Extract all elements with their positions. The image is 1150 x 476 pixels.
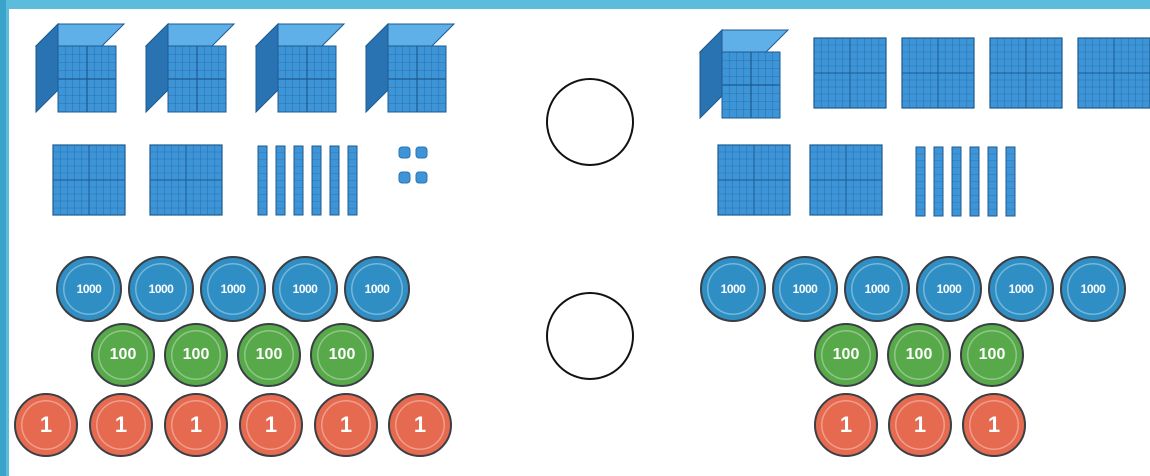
unit-cube [415,171,428,184]
coin-label: 1 [321,400,371,450]
coin-label: 100 [244,330,294,380]
coin-label: 100 [98,330,148,380]
right-blocks [680,0,1150,230]
coin-label: 1 [171,400,221,450]
coin-thousand: 1000 [700,256,766,322]
coin-label: 1 [395,400,445,450]
coin-thousand: 1000 [272,256,338,322]
coin-one: 1 [888,393,952,457]
coin-label: 1 [821,400,871,450]
coin-hundred: 100 [237,323,301,387]
coin-thousand: 1000 [344,256,410,322]
coin-label: 1000 [779,263,831,315]
coin-thousand: 1000 [844,256,910,322]
hundred-flat [717,144,791,216]
coin-label: 1 [895,400,945,450]
coin-thousand: 1000 [1060,256,1126,322]
right-blocks-drawing [698,28,1150,217]
coin-label: 1000 [135,263,187,315]
coin-label: 1000 [63,263,115,315]
coin-thousand: 1000 [128,256,194,322]
hundred-flat [52,144,126,216]
coin-label: 1000 [279,263,331,315]
coin-hundred: 100 [887,323,951,387]
coin-one: 1 [388,393,452,457]
coin-one: 1 [164,393,228,457]
coin-label: 1 [246,400,296,450]
unit-cube [398,146,411,159]
coin-one: 1 [814,393,878,457]
coin-thousand: 1000 [772,256,838,322]
coin-one: 1 [962,393,1026,457]
coin-one: 1 [314,393,378,457]
hundred-flat [813,37,887,109]
coin-label: 1000 [923,263,975,315]
coin-hundred: 100 [310,323,374,387]
coin-label: 100 [171,330,221,380]
coin-label: 1000 [995,263,1047,315]
ten-rod [257,145,268,216]
thousand-cube [144,22,236,114]
left-blocks [0,0,460,230]
coin-one: 1 [14,393,78,457]
coin-thousand: 1000 [988,256,1054,322]
thousand-cube [698,28,790,120]
ten-rod [275,145,286,216]
coin-one: 1 [89,393,153,457]
hundred-flat [809,144,883,216]
ten-rod [969,146,980,217]
hundred-flat [1077,37,1150,109]
coin-one: 1 [239,393,303,457]
coins-compare-circle[interactable] [546,292,634,380]
thousand-cube [364,22,456,114]
hundred-flat [989,37,1063,109]
coin-label: 1000 [351,263,403,315]
ten-rod [933,146,944,217]
coin-label: 1000 [851,263,903,315]
coin-hundred: 100 [814,323,878,387]
ten-rod [987,146,998,217]
ten-rod [1005,146,1016,217]
coin-hundred: 100 [164,323,228,387]
ten-rod [329,145,340,216]
thousand-cube [254,22,346,114]
slide-accent-bar [0,0,6,476]
ten-rod [293,145,304,216]
coin-label: 1 [96,400,146,450]
coin-label: 1 [21,400,71,450]
coin-thousand: 1000 [916,256,982,322]
coin-label: 100 [967,330,1017,380]
ten-rod [311,145,322,216]
ten-rod [915,146,926,217]
ten-rod [951,146,962,217]
unit-cube [415,146,428,159]
ten-rod [347,145,358,216]
thousand-cube [34,22,126,114]
blocks-compare-circle[interactable] [546,78,634,166]
hundred-flat [901,37,975,109]
left-blocks-drawing [34,22,456,216]
coin-label: 100 [317,330,367,380]
coin-hundred: 100 [960,323,1024,387]
hundred-flat [149,144,223,216]
coin-thousand: 1000 [56,256,122,322]
unit-cube [398,171,411,184]
coin-hundred: 100 [91,323,155,387]
coin-label: 1000 [707,263,759,315]
coin-thousand: 1000 [200,256,266,322]
coin-label: 100 [894,330,944,380]
coin-label: 100 [821,330,871,380]
coin-label: 1000 [207,263,259,315]
coin-label: 1000 [1067,263,1119,315]
coin-label: 1 [969,400,1019,450]
